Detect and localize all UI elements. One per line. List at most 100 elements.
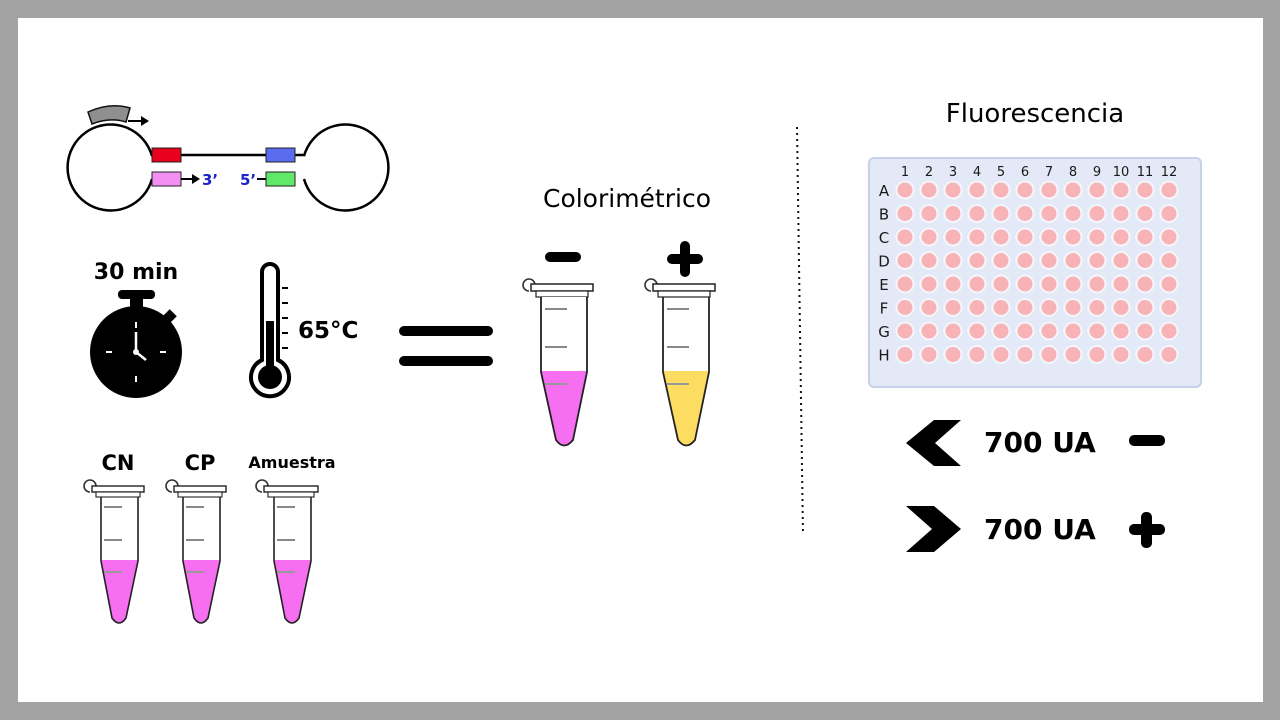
plate-well (1063, 204, 1083, 223)
minus-icon (545, 252, 581, 262)
plate-well (895, 251, 915, 270)
plate-well (1015, 204, 1035, 223)
plate-row-label: B (879, 206, 889, 224)
tube-positive-result (644, 278, 716, 447)
plate-well (1015, 227, 1035, 247)
left-loop (66, 123, 154, 212)
plate-well (1087, 180, 1107, 200)
plate-well (895, 180, 915, 200)
plate-well (991, 321, 1011, 341)
section-divider (796, 126, 804, 536)
plate-well (1135, 204, 1155, 223)
stopwatch-icon (90, 290, 182, 398)
below-threshold-icon (906, 420, 961, 466)
plate-well (919, 274, 939, 294)
plate-column-label: 1 (901, 165, 909, 180)
plate-row-label: C (879, 229, 889, 247)
plate-well (943, 321, 963, 341)
plate-well (1135, 227, 1155, 247)
plate-well (1087, 251, 1107, 270)
plate-well (1159, 180, 1179, 200)
plate-well (1039, 204, 1059, 223)
plate-well (1135, 321, 1155, 341)
plate-well (943, 274, 963, 294)
plate-well (967, 298, 987, 317)
plate-well (991, 345, 1011, 364)
plate-row-label: G (878, 323, 890, 341)
plate-well (1063, 345, 1083, 364)
plate-well (1015, 298, 1035, 317)
plate-well (967, 251, 987, 270)
plate-well (943, 298, 963, 317)
label-5-prime: 5’ (240, 171, 256, 189)
plate-well (967, 227, 987, 247)
plate-row-label: D (878, 253, 890, 271)
plate-well (991, 227, 1011, 247)
plate-row-label: A (879, 182, 890, 200)
plate-well (1063, 251, 1083, 270)
plate-well (1087, 298, 1107, 317)
tube-negative-result (522, 278, 594, 447)
plate-well (1111, 274, 1131, 294)
plate-well (1087, 227, 1107, 247)
plate-well (943, 204, 963, 223)
plate-well (991, 251, 1011, 270)
plate-well (1063, 227, 1083, 247)
plate-well (895, 274, 915, 294)
plate-well (1039, 345, 1059, 364)
plate-column-label: 2 (925, 165, 933, 180)
dumbbell-structure: 3’ 5’ (66, 105, 390, 212)
plate-well (943, 345, 963, 364)
plate-well (1015, 345, 1035, 364)
plate-well (1111, 227, 1131, 247)
plate-well (1135, 251, 1155, 270)
plate-well (967, 345, 987, 364)
temperature-label: 65°C (298, 318, 358, 344)
equals-icon (399, 326, 493, 366)
plate-well (895, 345, 915, 364)
plate-row-label: H (878, 347, 889, 365)
sample-label: Amuestra (248, 453, 335, 472)
plate-well (1063, 298, 1083, 317)
plate-well (1135, 274, 1155, 294)
fluorescence-title: Fluorescencia (946, 99, 1124, 129)
plate-wells (895, 180, 1179, 364)
plate-well (919, 227, 939, 247)
plate-well (991, 204, 1011, 223)
plate-well (1111, 321, 1131, 341)
plate-well (967, 180, 987, 200)
colorimetric-title: Colorimétrico (543, 184, 711, 213)
plate-well (1159, 204, 1179, 223)
plate-well (1039, 298, 1059, 317)
plate-well (1087, 274, 1107, 294)
plate-well (919, 204, 939, 223)
plate-well (1087, 204, 1107, 223)
right-loop (302, 123, 390, 212)
plate-well (1039, 180, 1059, 200)
plate-well (919, 251, 939, 270)
plate-well (1111, 180, 1131, 200)
plate-well (1159, 321, 1179, 341)
plate-well (1015, 180, 1035, 200)
pink-primer-region (151, 171, 182, 187)
plate-well (1015, 274, 1035, 294)
plate-well (1159, 345, 1179, 364)
plate-well (1111, 298, 1131, 317)
plate-well (1111, 251, 1131, 270)
plate-column-label: 10 (1113, 165, 1130, 180)
tube-positive-control (165, 479, 227, 624)
plate-well (919, 180, 939, 200)
tube-sample (255, 479, 319, 624)
plate-well (1111, 345, 1131, 364)
plate-well (1159, 298, 1179, 317)
extension-arrow-icon (192, 174, 200, 184)
plate-well (1159, 251, 1179, 270)
plate-well (919, 321, 939, 341)
plate-well (991, 298, 1011, 317)
plate-well (1039, 274, 1059, 294)
plate-well (895, 321, 915, 341)
plate-well (1087, 345, 1107, 364)
thermometer-icon (249, 262, 291, 399)
